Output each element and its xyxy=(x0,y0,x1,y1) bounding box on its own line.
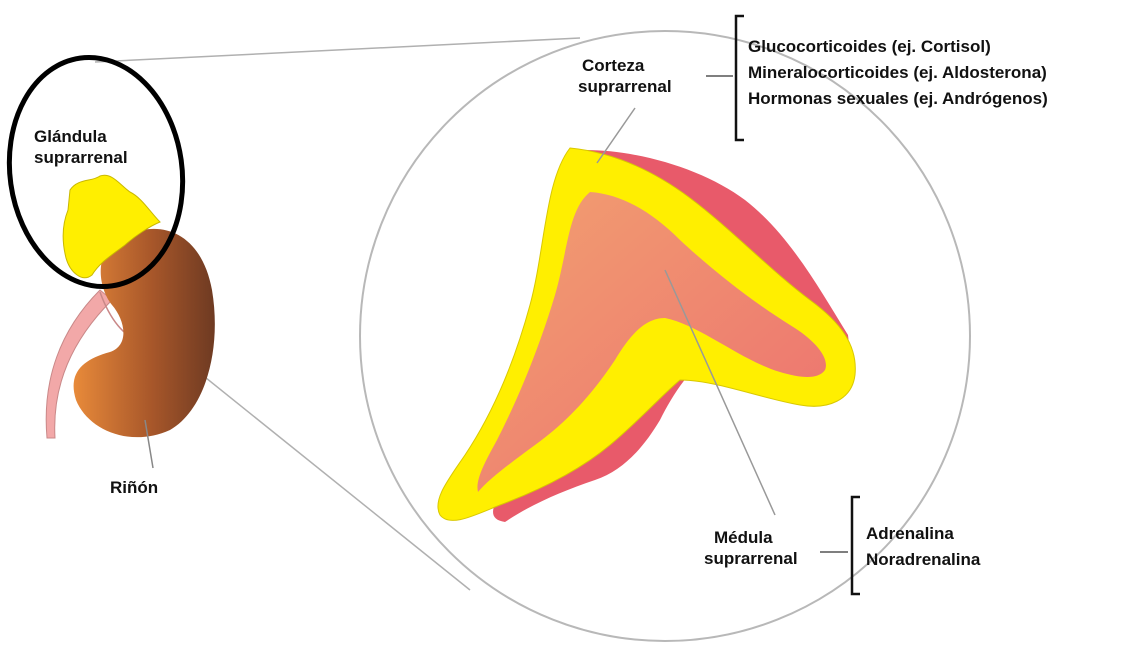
cortex-label-line-1: Corteza xyxy=(578,55,672,76)
gland-label: Glándula suprarrenal xyxy=(34,126,128,168)
cortex-hormone-item: Hormonas sexuales (ej. Andrógenos) xyxy=(748,86,1048,112)
cortex-label-line-2: suprarrenal xyxy=(578,76,672,97)
medulla-label: Médula suprarrenal xyxy=(704,527,798,569)
cortex-hormones-list: Glucocorticoides (ej. Cortisol) Mineralo… xyxy=(748,34,1048,112)
medulla-label-line-2: suprarrenal xyxy=(704,548,798,569)
gland-label-line-2: suprarrenal xyxy=(34,147,128,168)
zoom-line-top xyxy=(95,38,580,62)
medulla-hormones-list: Adrenalina Noradrenalina xyxy=(866,521,980,573)
cortex-label: Corteza suprarrenal xyxy=(578,55,672,97)
kidney-label: Riñón xyxy=(110,477,158,498)
medulla-hormone-item: Noradrenalina xyxy=(866,547,980,573)
cortex-hormone-item: Glucocorticoides (ej. Cortisol) xyxy=(748,34,1048,60)
medulla-label-line-1: Médula xyxy=(704,527,798,548)
cortex-hormone-item: Mineralocorticoides (ej. Aldosterona) xyxy=(748,60,1048,86)
gland-label-line-1: Glándula xyxy=(34,126,128,147)
medulla-hormone-item: Adrenalina xyxy=(866,521,980,547)
